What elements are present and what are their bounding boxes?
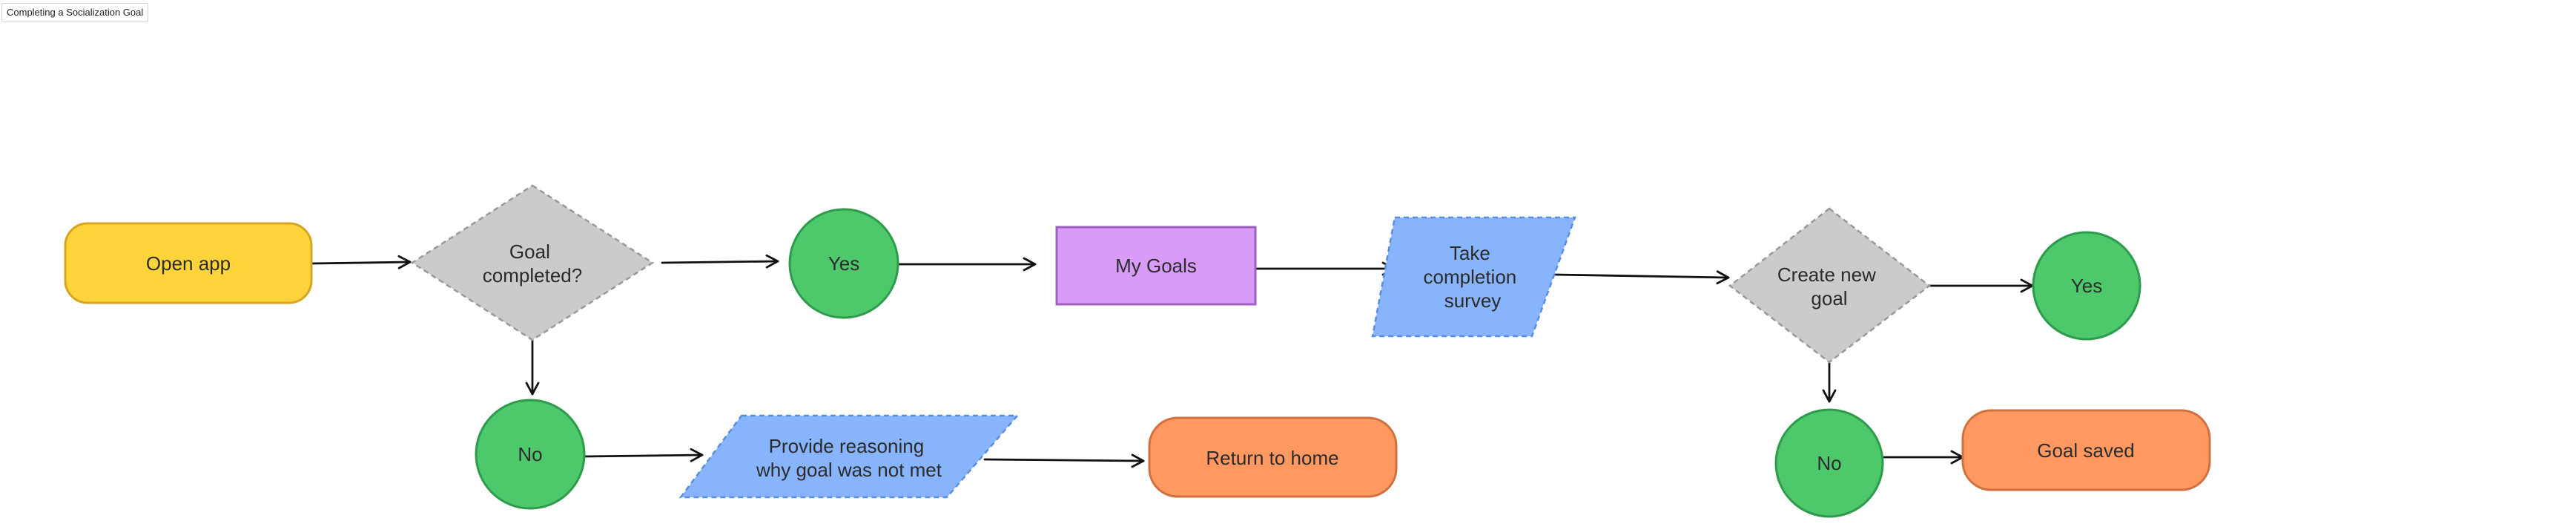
yes-node-2[interactable]: Yes	[2032, 231, 2141, 341]
no-node-1[interactable]: No	[475, 399, 586, 510]
node-label-line: survey	[1444, 289, 1502, 312]
decision-shape	[1728, 207, 1932, 364]
circle-shape	[788, 208, 899, 319]
io-shape	[1371, 216, 1576, 338]
frame-label[interactable]: Completing a Socialization Goal	[1, 3, 149, 22]
node-label-line: Return to home	[1206, 447, 1338, 469]
edge-no-to-provide-reasoning[interactable]	[583, 448, 704, 462]
node-label-line: Open app	[146, 252, 231, 275]
node-label: Return to home	[1206, 447, 1338, 469]
decision-shape	[410, 184, 655, 341]
node-label-line: Provide reasoning	[769, 435, 925, 457]
node-label-line: No	[1817, 452, 1841, 474]
node-label: Provide reasoning why goal was not met	[756, 435, 942, 481]
goal-saved-node[interactable]: Goal saved	[1961, 409, 2211, 491]
node-label-line: completed?	[483, 264, 582, 286]
node-label: No	[1817, 452, 1841, 474]
node-label: No	[518, 443, 542, 465]
node-layer: Open app Goal completed? Yes My Goals	[64, 184, 2211, 518]
node-label: Open app	[146, 252, 231, 275]
edge-provide-reasoning-to-return-home[interactable]	[983, 453, 1145, 468]
node-label-line: Goal	[509, 240, 550, 263]
node-label-line: Yes	[2071, 275, 2102, 297]
terminal-shape	[1148, 416, 1398, 498]
return-to-home-node[interactable]: Return to home	[1148, 416, 1398, 498]
node-label-line: My Goals	[1115, 255, 1197, 277]
process-shape	[1055, 226, 1257, 306]
node-label: Take completion survey	[1424, 242, 1522, 312]
edge-goal-completed-to-yes[interactable]	[661, 254, 779, 269]
node-label-line: why goal was not met	[756, 459, 942, 481]
no-node-2[interactable]: No	[1774, 408, 1884, 518]
node-label-line: Goal saved	[2037, 439, 2135, 462]
node-label-line: Create new	[1777, 263, 1876, 286]
goal-completed-decision[interactable]: Goal completed?	[410, 184, 655, 341]
node-label: Create new goal	[1777, 263, 1881, 310]
create-new-goal-decision[interactable]: Create new goal	[1728, 207, 1932, 364]
my-goals-node[interactable]: My Goals	[1055, 226, 1257, 306]
circle-shape	[2032, 231, 2141, 341]
node-label: Goal completed?	[483, 240, 582, 286]
yes-node-1[interactable]: Yes	[788, 208, 899, 319]
terminal-shape	[1961, 409, 2211, 491]
node-label-line: Yes	[828, 252, 859, 275]
node-label-line: completion	[1424, 266, 1517, 288]
edge-take-survey-to-create-new-goal[interactable]	[1553, 270, 1730, 285]
node-label: Yes	[2071, 275, 2102, 297]
provide-reasoning-node[interactable]: Provide reasoning why goal was not met	[678, 414, 1020, 499]
node-label: My Goals	[1115, 255, 1197, 277]
node-label-line: Take	[1450, 242, 1490, 264]
node-label: Goal saved	[2037, 439, 2135, 462]
node-label-line: goal	[1811, 287, 1847, 310]
circle-shape	[475, 399, 586, 510]
edge-open-app-to-goal-completed[interactable]	[311, 255, 412, 269]
edge-layer	[311, 254, 2034, 468]
take-completion-survey-node[interactable]: Take completion survey	[1371, 216, 1576, 338]
open-app-node[interactable]: Open app	[64, 222, 313, 304]
io-shape	[678, 414, 1020, 499]
circle-shape	[1774, 408, 1884, 518]
node-label-line: No	[518, 443, 542, 465]
terminal-shape	[64, 222, 313, 304]
node-label: Yes	[828, 252, 859, 275]
